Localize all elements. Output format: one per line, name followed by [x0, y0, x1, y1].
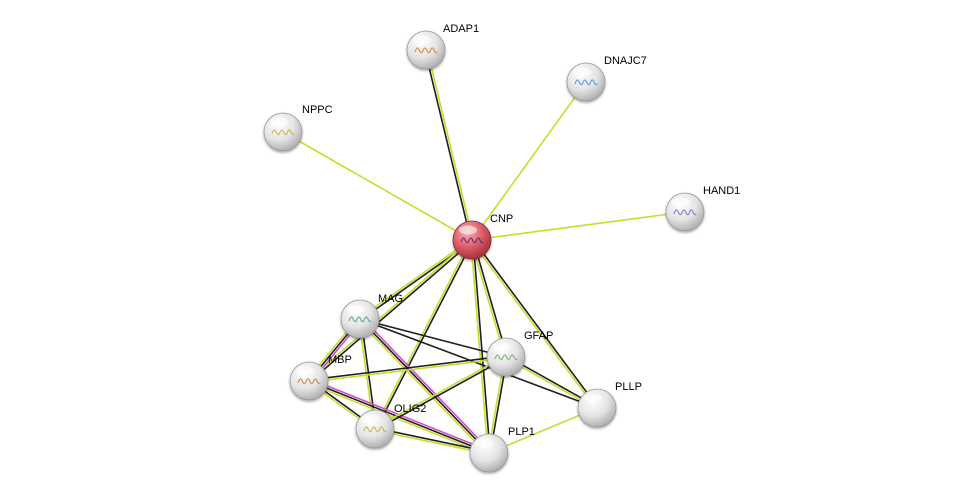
node-adap1[interactable]: ADAP1 [406, 23, 479, 70]
node-gloss [476, 438, 494, 448]
edge-line-coexpression [359, 318, 598, 409]
edge-line-textmining [471, 211, 686, 241]
node-plp1[interactable]: PLP1 [469, 426, 535, 473]
edge-plp1-pllp[interactable] [488, 407, 598, 454]
edge-line-textmining [373, 238, 472, 430]
protein-structure-icon [494, 354, 518, 361]
edge-cnp-pllp[interactable] [470, 238, 599, 410]
edge-line-textmining [307, 238, 473, 381]
node-label: MAG [378, 293, 403, 305]
edge-mag-pllp[interactable] [359, 318, 598, 409]
edge-line-coexpression [308, 240, 474, 383]
edge-line-textmining [373, 429, 490, 455]
node-gloss [672, 197, 690, 207]
edge-cnp-hand1[interactable] [471, 211, 686, 241]
protein-structure-icon [297, 378, 321, 385]
edge-line-coexpression [374, 427, 491, 453]
edge-line-textmining [308, 357, 507, 383]
node-gfap[interactable]: GFAP [486, 330, 553, 377]
protein-structure-icon [574, 79, 598, 86]
edge-line-textmining [471, 81, 587, 241]
edge-line-coexpression [308, 355, 507, 381]
edge-line-textmining [426, 48, 474, 241]
node-gloss [270, 117, 288, 127]
edge-line-textmining [358, 238, 473, 319]
node-label: HAND1 [703, 185, 740, 197]
node-nppc[interactable]: NPPC [263, 104, 333, 152]
node-gloss [459, 225, 477, 235]
node-pllp[interactable]: PLLP [577, 381, 642, 428]
node-label: PLP1 [508, 426, 535, 438]
node-cnp[interactable]: CNP [452, 213, 513, 260]
edge-line-textmining [488, 407, 598, 454]
node-label: GFAP [524, 330, 553, 342]
node-gloss [362, 414, 380, 424]
edge-cnp-adap1[interactable] [424, 48, 474, 242]
edge-line-textmining [470, 239, 506, 359]
node-gloss [573, 67, 591, 77]
node-gloss [493, 342, 511, 352]
edge-line-textmining [470, 239, 597, 410]
edge-line-coexpression [472, 238, 599, 409]
edge-cnp-gfap[interactable] [470, 238, 508, 359]
protein-structure-icon [271, 129, 295, 136]
node-gloss [413, 35, 431, 45]
edge-cnp-dnajc7[interactable] [471, 81, 587, 241]
edge-cnp-mag[interactable] [358, 238, 474, 321]
node-gloss [347, 304, 365, 314]
edge-line-coexpression [359, 318, 507, 358]
node-gloss [296, 366, 314, 376]
node-hand1[interactable]: HAND1 [665, 185, 740, 232]
edge-olig2-plp1[interactable] [373, 427, 491, 455]
edge-line-experiments [360, 316, 492, 453]
node-olig2[interactable]: OLIG2 [355, 403, 426, 449]
edge-gfap-olig2[interactable] [373, 355, 508, 431]
edge-mbp-gfap[interactable] [308, 355, 507, 383]
node-label: MBP [328, 354, 352, 366]
node-label: NPPC [302, 104, 333, 116]
node-label: PLLP [615, 381, 642, 393]
node-dnajc7[interactable]: DNAJC7 [566, 55, 647, 102]
node-label: OLIG2 [394, 403, 426, 415]
edge-line-coexpression [472, 239, 491, 454]
protein-structure-icon [363, 426, 387, 433]
node-label: CNP [490, 213, 513, 225]
edge-line-textmining [470, 239, 489, 454]
edge-line-textmining [373, 355, 507, 429]
edge-mag-plp1[interactable] [357, 316, 492, 456]
edge-line-coexpression [374, 357, 508, 431]
edge-line-coexpression [359, 318, 490, 454]
edge-cnp-nppc[interactable] [282, 131, 473, 241]
edge-line-coexpression [472, 238, 508, 358]
edge-cnp-mbp[interactable] [307, 238, 474, 383]
node-mag[interactable]: MAG [340, 293, 403, 339]
edge-line-textmining [282, 131, 473, 241]
node-gloss [584, 393, 602, 403]
edge-cnp-plp1[interactable] [470, 239, 491, 454]
protein-structure-icon [348, 316, 372, 323]
node-mbp[interactable]: MBP [289, 354, 352, 401]
protein-structure-icon [673, 209, 697, 216]
edge-line-coexpression [424, 49, 472, 242]
edge-mag-gfap[interactable] [359, 318, 507, 358]
node-label: DNAJC7 [604, 55, 647, 67]
protein-structure-icon [414, 47, 438, 54]
node-label: ADAP1 [443, 23, 479, 35]
protein-structure-icon [460, 237, 484, 244]
edge-line-textmining [357, 319, 489, 456]
edge-line-textmining [307, 382, 489, 456]
